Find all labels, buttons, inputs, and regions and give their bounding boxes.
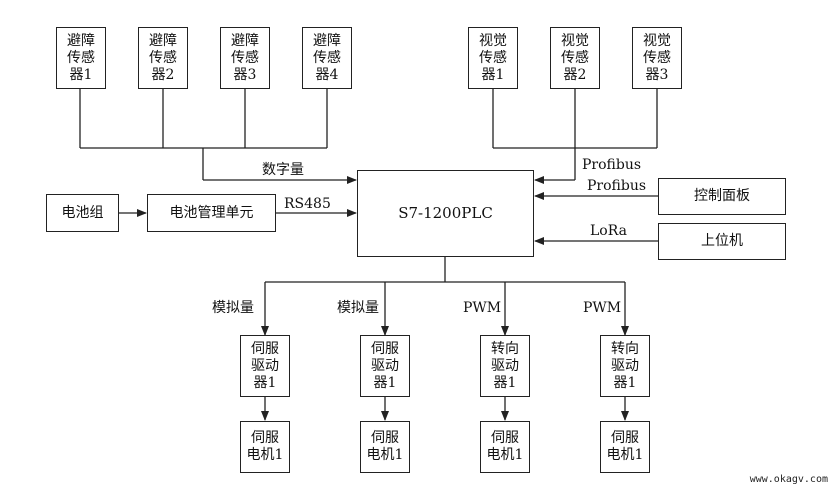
- driver-4-label: 转向 驱动 器1: [611, 340, 639, 391]
- motor-3-label: 伺服 电机1: [486, 430, 524, 463]
- driver-4-signal-label: PWM: [583, 300, 622, 316]
- host-pc-box: 上位机: [658, 223, 786, 260]
- profibus-label-1: Profibus: [582, 157, 642, 173]
- driver-1-signal-label: 模拟量: [212, 300, 254, 316]
- battery-pack-label: 电池组: [61, 204, 104, 221]
- rs485-label: RS485: [284, 196, 331, 212]
- obstacle-sensor-1-label: 避障 传感 器1: [67, 32, 95, 83]
- digital-signal-label: 数字量: [262, 162, 304, 178]
- motor-4-label: 伺服 电机1: [606, 430, 644, 463]
- obstacle-sensor-2: 避障 传感 器2: [138, 27, 188, 89]
- vision-sensor-1-label: 视觉 传感 器1: [479, 32, 507, 83]
- control-panel-box: 控制面板: [658, 178, 786, 215]
- motor-1: 伺服 电机1: [240, 421, 290, 473]
- obstacle-sensor-3: 避障 传感 器3: [220, 27, 270, 89]
- vision-sensor-3: 视觉 传感 器3: [632, 27, 682, 89]
- motor-3: 伺服 电机1: [480, 421, 530, 473]
- bms-box: 电池管理单元: [147, 194, 276, 232]
- obstacle-sensor-1: 避障 传感 器1: [56, 27, 106, 89]
- bms-label: 电池管理单元: [169, 204, 254, 221]
- motor-2: 伺服 电机1: [360, 421, 410, 473]
- plc-label: S7-1200PLC: [398, 204, 493, 222]
- watermark: www.okagv.com: [749, 474, 828, 485]
- obstacle-sensor-3-label: 避障 传感 器3: [231, 32, 259, 83]
- vision-sensor-1: 视觉 传感 器1: [468, 27, 518, 89]
- vision-sensor-3-label: 视觉 传感 器3: [643, 32, 671, 83]
- host-pc-label: 上位机: [701, 233, 743, 249]
- driver-1: 伺服 驱动 器1: [240, 335, 290, 397]
- obstacle-sensor-4-label: 避障 传感 器4: [313, 32, 341, 83]
- driver-2-label: 伺服 驱动 器1: [371, 340, 399, 391]
- battery-pack-box: 电池组: [46, 194, 119, 232]
- driver-3-signal-label: PWM: [463, 300, 502, 316]
- control-panel-label: 控制面板: [694, 188, 750, 204]
- driver-2: 伺服 驱动 器1: [360, 335, 410, 397]
- driver-3: 转向 驱动 器1: [480, 335, 530, 397]
- motor-2-label: 伺服 电机1: [366, 430, 404, 463]
- profibus-label-2: Profibus: [587, 178, 647, 194]
- plc-box: S7-1200PLC: [357, 170, 534, 257]
- obstacle-sensor-2-label: 避障 传感 器2: [149, 32, 177, 83]
- driver-4: 转向 驱动 器1: [600, 335, 650, 397]
- driver-1-label: 伺服 驱动 器1: [251, 340, 279, 391]
- lora-label: LoRa: [590, 223, 627, 239]
- motor-4: 伺服 电机1: [600, 421, 650, 473]
- vision-sensor-2: 视觉 传感 器2: [550, 27, 600, 89]
- driver-2-signal-label: 模拟量: [337, 300, 379, 316]
- vision-sensor-2-label: 视觉 传感 器2: [561, 32, 589, 83]
- driver-3-label: 转向 驱动 器1: [491, 340, 519, 391]
- obstacle-sensor-4: 避障 传感 器4: [302, 27, 352, 89]
- motor-1-label: 伺服 电机1: [246, 430, 284, 463]
